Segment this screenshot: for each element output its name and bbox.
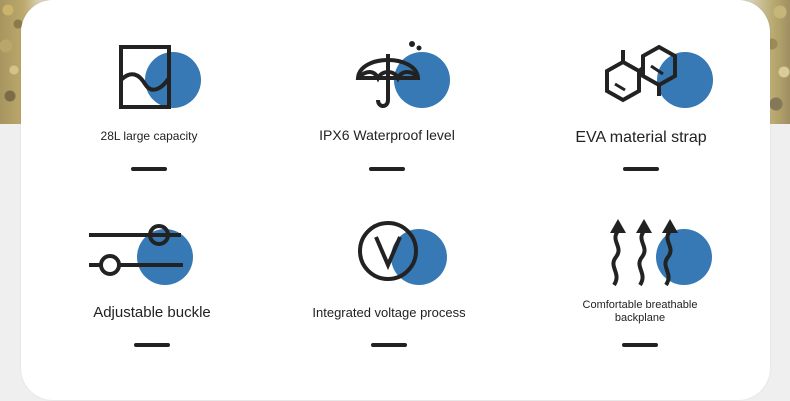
voltage-v-icon (357, 220, 477, 300)
feature-waterproof: IPX6 Waterproof level (267, 0, 507, 200)
molecule-icon (603, 44, 723, 124)
divider-dash (622, 343, 658, 347)
divider-dash (131, 167, 167, 171)
feature-label-line1: Comfortable breathable (582, 299, 698, 311)
feature-label-line2: backplane (614, 312, 666, 324)
umbrella-icon (352, 40, 472, 120)
divider-dash (134, 343, 170, 347)
feature-label: 28L large capacity (100, 129, 198, 143)
divider-dash (371, 343, 407, 347)
feature-buckle: Adjustable buckle (32, 200, 272, 400)
storage-capacity-icon (109, 44, 229, 124)
feature-capacity: 28L large capacity (29, 0, 269, 200)
slider-adjust-icon (87, 222, 207, 302)
feature-breathable: Comfortable breathable backplane (520, 200, 760, 400)
feature-label: EVA material strap (575, 129, 707, 146)
divider-dash (369, 167, 405, 171)
feature-voltage: Integrated voltage process (269, 200, 509, 400)
feature-label: IPX6 Waterproof level (319, 127, 455, 143)
feature-label: Integrated voltage process (312, 305, 466, 320)
breathable-arrows-icon (604, 219, 724, 299)
features-card: 28L large capacity IPX6 Waterproof level (21, 0, 770, 400)
feature-eva: EVA material strap (521, 0, 761, 200)
feature-label: Adjustable buckle (93, 304, 211, 321)
divider-dash (623, 167, 659, 171)
